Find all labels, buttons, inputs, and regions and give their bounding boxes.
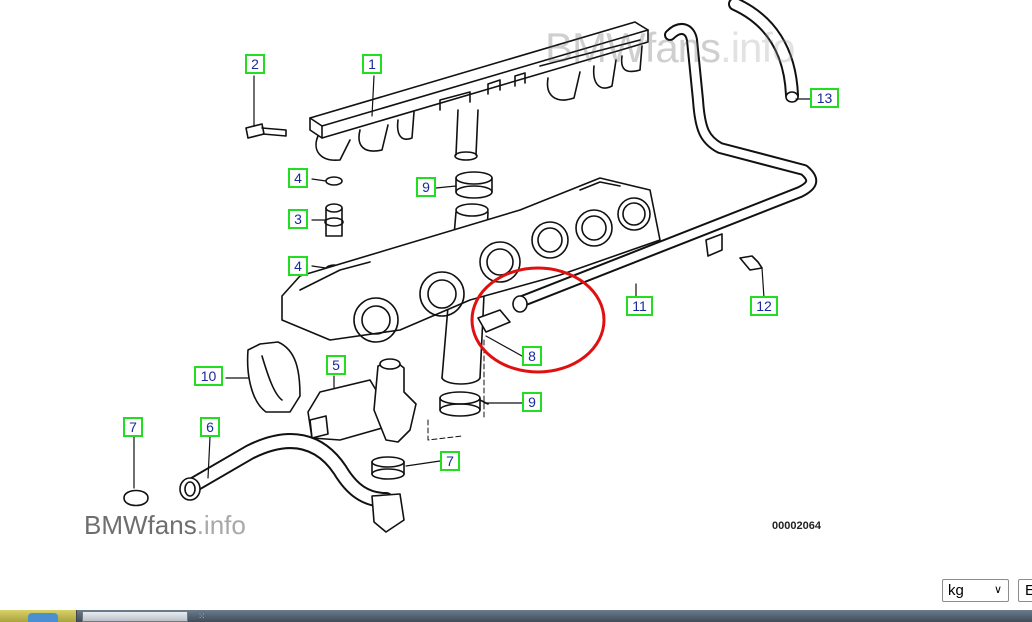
callout-7-right[interactable]: 7: [440, 451, 460, 471]
callout-5[interactable]: 5: [326, 355, 346, 375]
grip-icon[interactable]: ⁙: [198, 612, 206, 622]
callout-4-lower[interactable]: 4: [288, 256, 308, 276]
watermark-bottom: BMWfans.info: [84, 510, 246, 540]
unit-select[interactable]: kg ∨: [942, 579, 1009, 602]
callout-12[interactable]: 12: [750, 296, 778, 316]
callout-4-upper[interactable]: 4: [288, 168, 308, 188]
idle-control-valve: [307, 358, 417, 443]
callout-9-lower[interactable]: 9: [522, 392, 542, 412]
callout-1[interactable]: 1: [362, 54, 382, 74]
secondary-select[interactable]: E: [1018, 579, 1032, 602]
callout-9-upper[interactable]: 9: [416, 177, 436, 197]
callout-10[interactable]: 10: [194, 366, 223, 386]
taskbar: ⁙: [0, 610, 1032, 622]
bolt: [245, 123, 287, 139]
chevron-down-icon: ∨: [993, 584, 1002, 596]
start-button[interactable]: [0, 610, 77, 622]
callout-6[interactable]: 6: [200, 417, 220, 437]
callout-13[interactable]: 13: [810, 88, 839, 108]
callout-7-left[interactable]: 7: [123, 417, 143, 437]
fuel-rail: [309, 21, 649, 161]
unit-select-value: kg: [948, 582, 964, 599]
callout-11[interactable]: 11: [626, 296, 653, 316]
highlight-circle: [470, 266, 606, 374]
watermark-top: BMWfans.info: [545, 24, 795, 71]
taskbar-window-button[interactable]: [82, 611, 188, 622]
callout-8[interactable]: 8: [522, 346, 542, 366]
diagram-number: 00002064: [772, 520, 821, 532]
callout-2[interactable]: 2: [245, 54, 265, 74]
start-orb-icon: [28, 613, 58, 622]
secondary-select-value: E: [1025, 582, 1032, 599]
callout-3[interactable]: 3: [288, 209, 308, 229]
intake-manifold: [281, 177, 661, 343]
